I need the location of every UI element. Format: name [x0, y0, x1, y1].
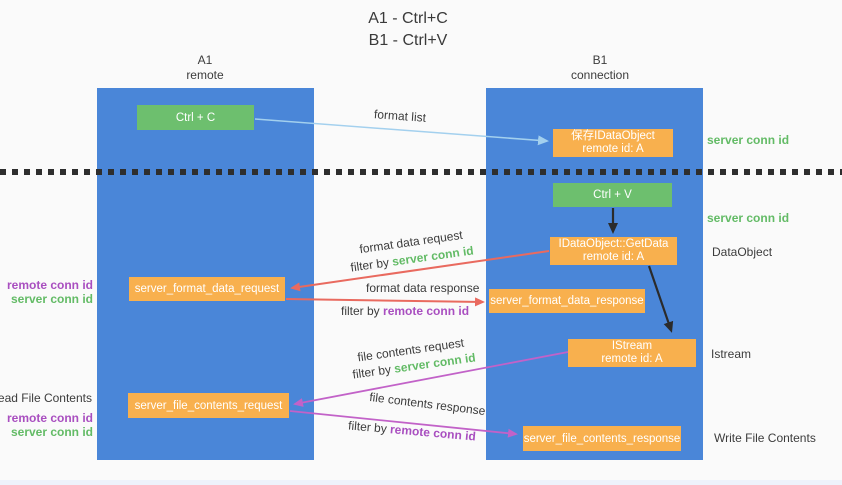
node-istream: IStream remote id: A: [568, 339, 696, 367]
label-filter-remote-1: filter by remote conn id: [341, 304, 469, 318]
node-save-idataobject: 保存IDataObject remote id: A: [553, 129, 673, 157]
title-line-b1: B1 - Ctrl+V: [368, 32, 448, 49]
node-file-response-label: server_file_contents_response: [523, 432, 681, 445]
title-line-a1: A1 - Ctrl+C: [368, 10, 448, 27]
label-format-list: format list: [373, 107, 427, 125]
label-format-data-response: format data response: [366, 281, 480, 295]
lane-a1-subtitle: remote: [186, 68, 224, 82]
lane-a1-name: A1: [197, 53, 213, 67]
node-server-format-data-response: server_format_data_response: [489, 289, 645, 313]
filter-by-text-1: filter by: [349, 255, 390, 275]
filter-by-text-2: filter by: [341, 304, 380, 318]
annotation-server-conn-id-top: server conn id: [707, 133, 790, 147]
filter-by-text-3: filter by: [351, 362, 392, 382]
lane-b1-subtitle: connection: [570, 68, 630, 82]
lane-header-a1: A1 remote: [145, 53, 265, 83]
node-ctrl-c-label: Ctrl + C: [175, 111, 216, 124]
annotation-conn-ids-format: remote conn id server conn id: [7, 278, 93, 306]
node-save-idataobject-line1: 保存IDataObject: [571, 130, 655, 142]
lane-b1-name: B1: [592, 53, 608, 67]
annotation-server-conn-id-1: server conn id: [10, 292, 93, 306]
arrow-format-data-response: [285, 297, 485, 307]
node-idataobject-getdata: IDataObject::GetData remote id: A: [550, 237, 677, 265]
node-getdata-line2: remote id: A: [582, 251, 645, 263]
dotted-separator: [0, 169, 842, 175]
node-server-format-data-request: server_format_data_request: [129, 277, 285, 301]
label-filter-remote-2: filter by remote conn id: [348, 418, 477, 443]
annotation-read-file-contents: Read File Contents: [0, 391, 92, 405]
bottom-window-edge: [0, 480, 842, 485]
diagram-title: A1 - Ctrl+C B1 - Ctrl+V: [0, 8, 816, 52]
label-file-contents-response: file contents response: [368, 389, 487, 419]
node-save-idataobject-line2: remote id: A: [582, 143, 644, 155]
filter-remote-conn-id-1: remote conn id: [383, 304, 470, 318]
node-server-file-contents-response: server_file_contents_response: [523, 426, 681, 451]
annotation-write-file-contents: Write File Contents: [714, 431, 816, 445]
filter-remote-conn-id-2: remote conn id: [389, 422, 477, 444]
node-istream-line2: remote id: A: [601, 353, 663, 365]
annotation-server-conn-id-2: server conn id: [10, 425, 93, 439]
annotation-remote-conn-id-2: remote conn id: [6, 411, 93, 425]
node-ctrl-c: Ctrl + C: [137, 105, 254, 130]
annotation-dataobject: DataObject: [712, 245, 773, 259]
lane-header-b1: B1 connection: [540, 53, 660, 83]
annotation-remote-conn-id-1: remote conn id: [6, 278, 93, 292]
node-format-request-label: server_format_data_request: [134, 283, 280, 295]
filter-by-text-4: filter by: [347, 418, 388, 436]
node-ctrl-v-label: Ctrl + V: [593, 189, 632, 201]
node-format-response-label: server_format_data_response: [490, 295, 644, 307]
node-server-file-contents-request: server_file_contents_request: [128, 393, 289, 418]
node-file-request-label: server_file_contents_request: [134, 399, 283, 412]
annotation-istream: Istream: [711, 347, 752, 361]
node-istream-line1: IStream: [611, 340, 653, 352]
node-ctrl-v: Ctrl + V: [553, 183, 672, 207]
node-getdata-line1: IDataObject::GetData: [558, 238, 669, 250]
annotation-conn-ids-file: remote conn id server conn id: [7, 411, 93, 439]
annotation-server-conn-id-mid: server conn id: [707, 211, 790, 225]
